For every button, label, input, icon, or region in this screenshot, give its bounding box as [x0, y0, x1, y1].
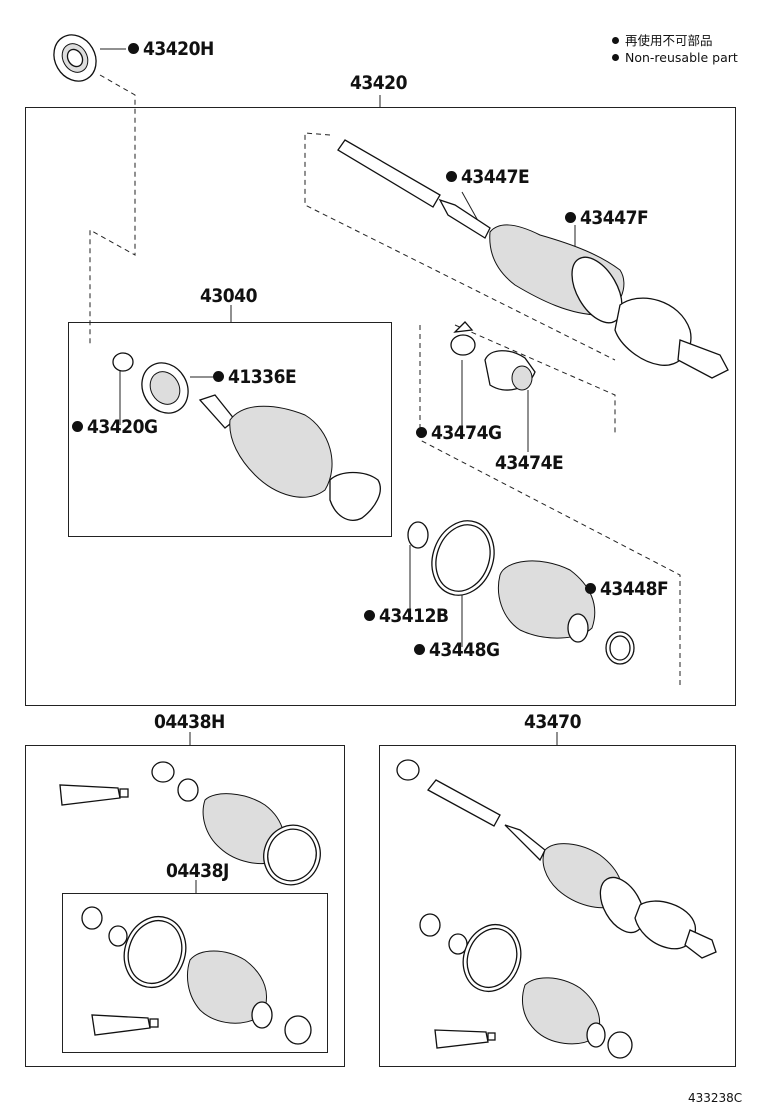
legend-item-en: Non-reusable part [612, 49, 738, 66]
legend-text-en: Non-reusable part [625, 50, 738, 65]
part-number: 43040 [200, 285, 257, 307]
part-number: 43470 [524, 711, 581, 733]
non-reusable-dot-icon [446, 171, 457, 182]
label-43474G[interactable]: 43474G [416, 424, 502, 443]
part-number: 43420G [87, 416, 158, 438]
assembly-43470-frame [379, 745, 736, 1067]
non-reusable-dot-icon [585, 583, 596, 594]
leader-dashed-43420H [89, 74, 136, 345]
snap-rings-kit-j [81, 906, 128, 947]
part-number: 43420 [350, 72, 407, 94]
part-number: 43448F [600, 578, 669, 600]
non-reusable-dot-icon [416, 427, 427, 438]
label-43412B[interactable]: 43412B [364, 607, 449, 626]
label-41336E[interactable]: 41336E [213, 366, 297, 388]
legend-dot-icon [612, 37, 619, 44]
non-reusable-dot-icon [72, 421, 83, 432]
non-reusable-dot-icon [565, 212, 576, 223]
non-reusable-dot-icon [364, 610, 375, 621]
clamp-43474G [450, 321, 476, 356]
non-reusable-dot-icon [213, 371, 224, 382]
label-43447E[interactable]: 43447E [446, 166, 530, 188]
grease-tube-43470 [434, 1029, 496, 1049]
label-04438H[interactable]: 04438H [154, 713, 225, 732]
kit-04438J-frame [62, 893, 328, 1053]
clamps-kit-h [151, 761, 199, 802]
boot-clamp-kit-j [123, 915, 187, 989]
damper-43474E [484, 350, 536, 391]
part-number: 43474G [431, 422, 502, 444]
drive-shaft-lower [396, 759, 717, 959]
clamps-43470 [419, 913, 522, 993]
assembly-43420-frame [25, 107, 736, 706]
label-43447F[interactable]: 43447F [565, 207, 649, 229]
leader-dashed-damper [454, 324, 616, 435]
legend-item-jp: 再使用不可部品 [612, 32, 738, 49]
part-number: 43474E [495, 452, 564, 474]
non-reusable-dot-icon [128, 43, 139, 54]
legend-text-jp: 再使用不可部品 [625, 33, 713, 48]
label-43420[interactable]: 43420 [350, 74, 407, 93]
boot-43470 [522, 977, 633, 1059]
boot-clamp-43448G [431, 520, 495, 596]
label-43470[interactable]: 43470 [524, 713, 581, 732]
seal-41336E [141, 362, 189, 414]
drive-shaft-upper [337, 139, 729, 379]
label-04438J[interactable]: 04438J [166, 862, 229, 881]
boot-kit-j [187, 950, 312, 1045]
leader-dashed-boot [419, 325, 681, 685]
label-43040[interactable]: 43040 [200, 287, 257, 306]
seal-43420H [53, 34, 97, 82]
label-43420G[interactable]: 43420G [72, 418, 158, 437]
part-number: 41336E [228, 366, 297, 388]
inboard-boot [497, 560, 596, 643]
non-reusable-dot-icon [414, 644, 425, 655]
leader-dashed-shaft [304, 132, 616, 361]
figure-code: 433238C [688, 1091, 743, 1105]
part-number: 43447F [580, 207, 649, 229]
part-number: 04438J [166, 860, 229, 882]
grease-tube-kit-h [59, 784, 129, 806]
inboard-joint-housing [198, 394, 381, 521]
part-number: 43447E [461, 166, 530, 188]
grease-tube-kit-j [91, 1014, 159, 1036]
label-43474E[interactable]: 43474E [495, 452, 564, 474]
snap-ring-43420G [112, 352, 134, 372]
boot-clamp-43448F [605, 631, 635, 665]
boot-kit-h [202, 793, 321, 886]
label-43448G[interactable]: 43448G [414, 641, 500, 660]
label-43420H[interactable]: 43420H [128, 40, 214, 59]
label-43448F[interactable]: 43448F [585, 578, 669, 600]
part-number: 04438H [154, 711, 225, 733]
assembly-43040-frame [68, 322, 392, 537]
part-number: 43448G [429, 639, 500, 661]
part-number: 43412B [379, 605, 449, 627]
snap-ring-43412B [407, 521, 429, 549]
legend: 再使用不可部品 Non-reusable part [612, 32, 738, 66]
legend-dot-icon [612, 54, 619, 61]
kit-04438H-frame [25, 745, 345, 1067]
part-number: 43420H [143, 38, 214, 60]
